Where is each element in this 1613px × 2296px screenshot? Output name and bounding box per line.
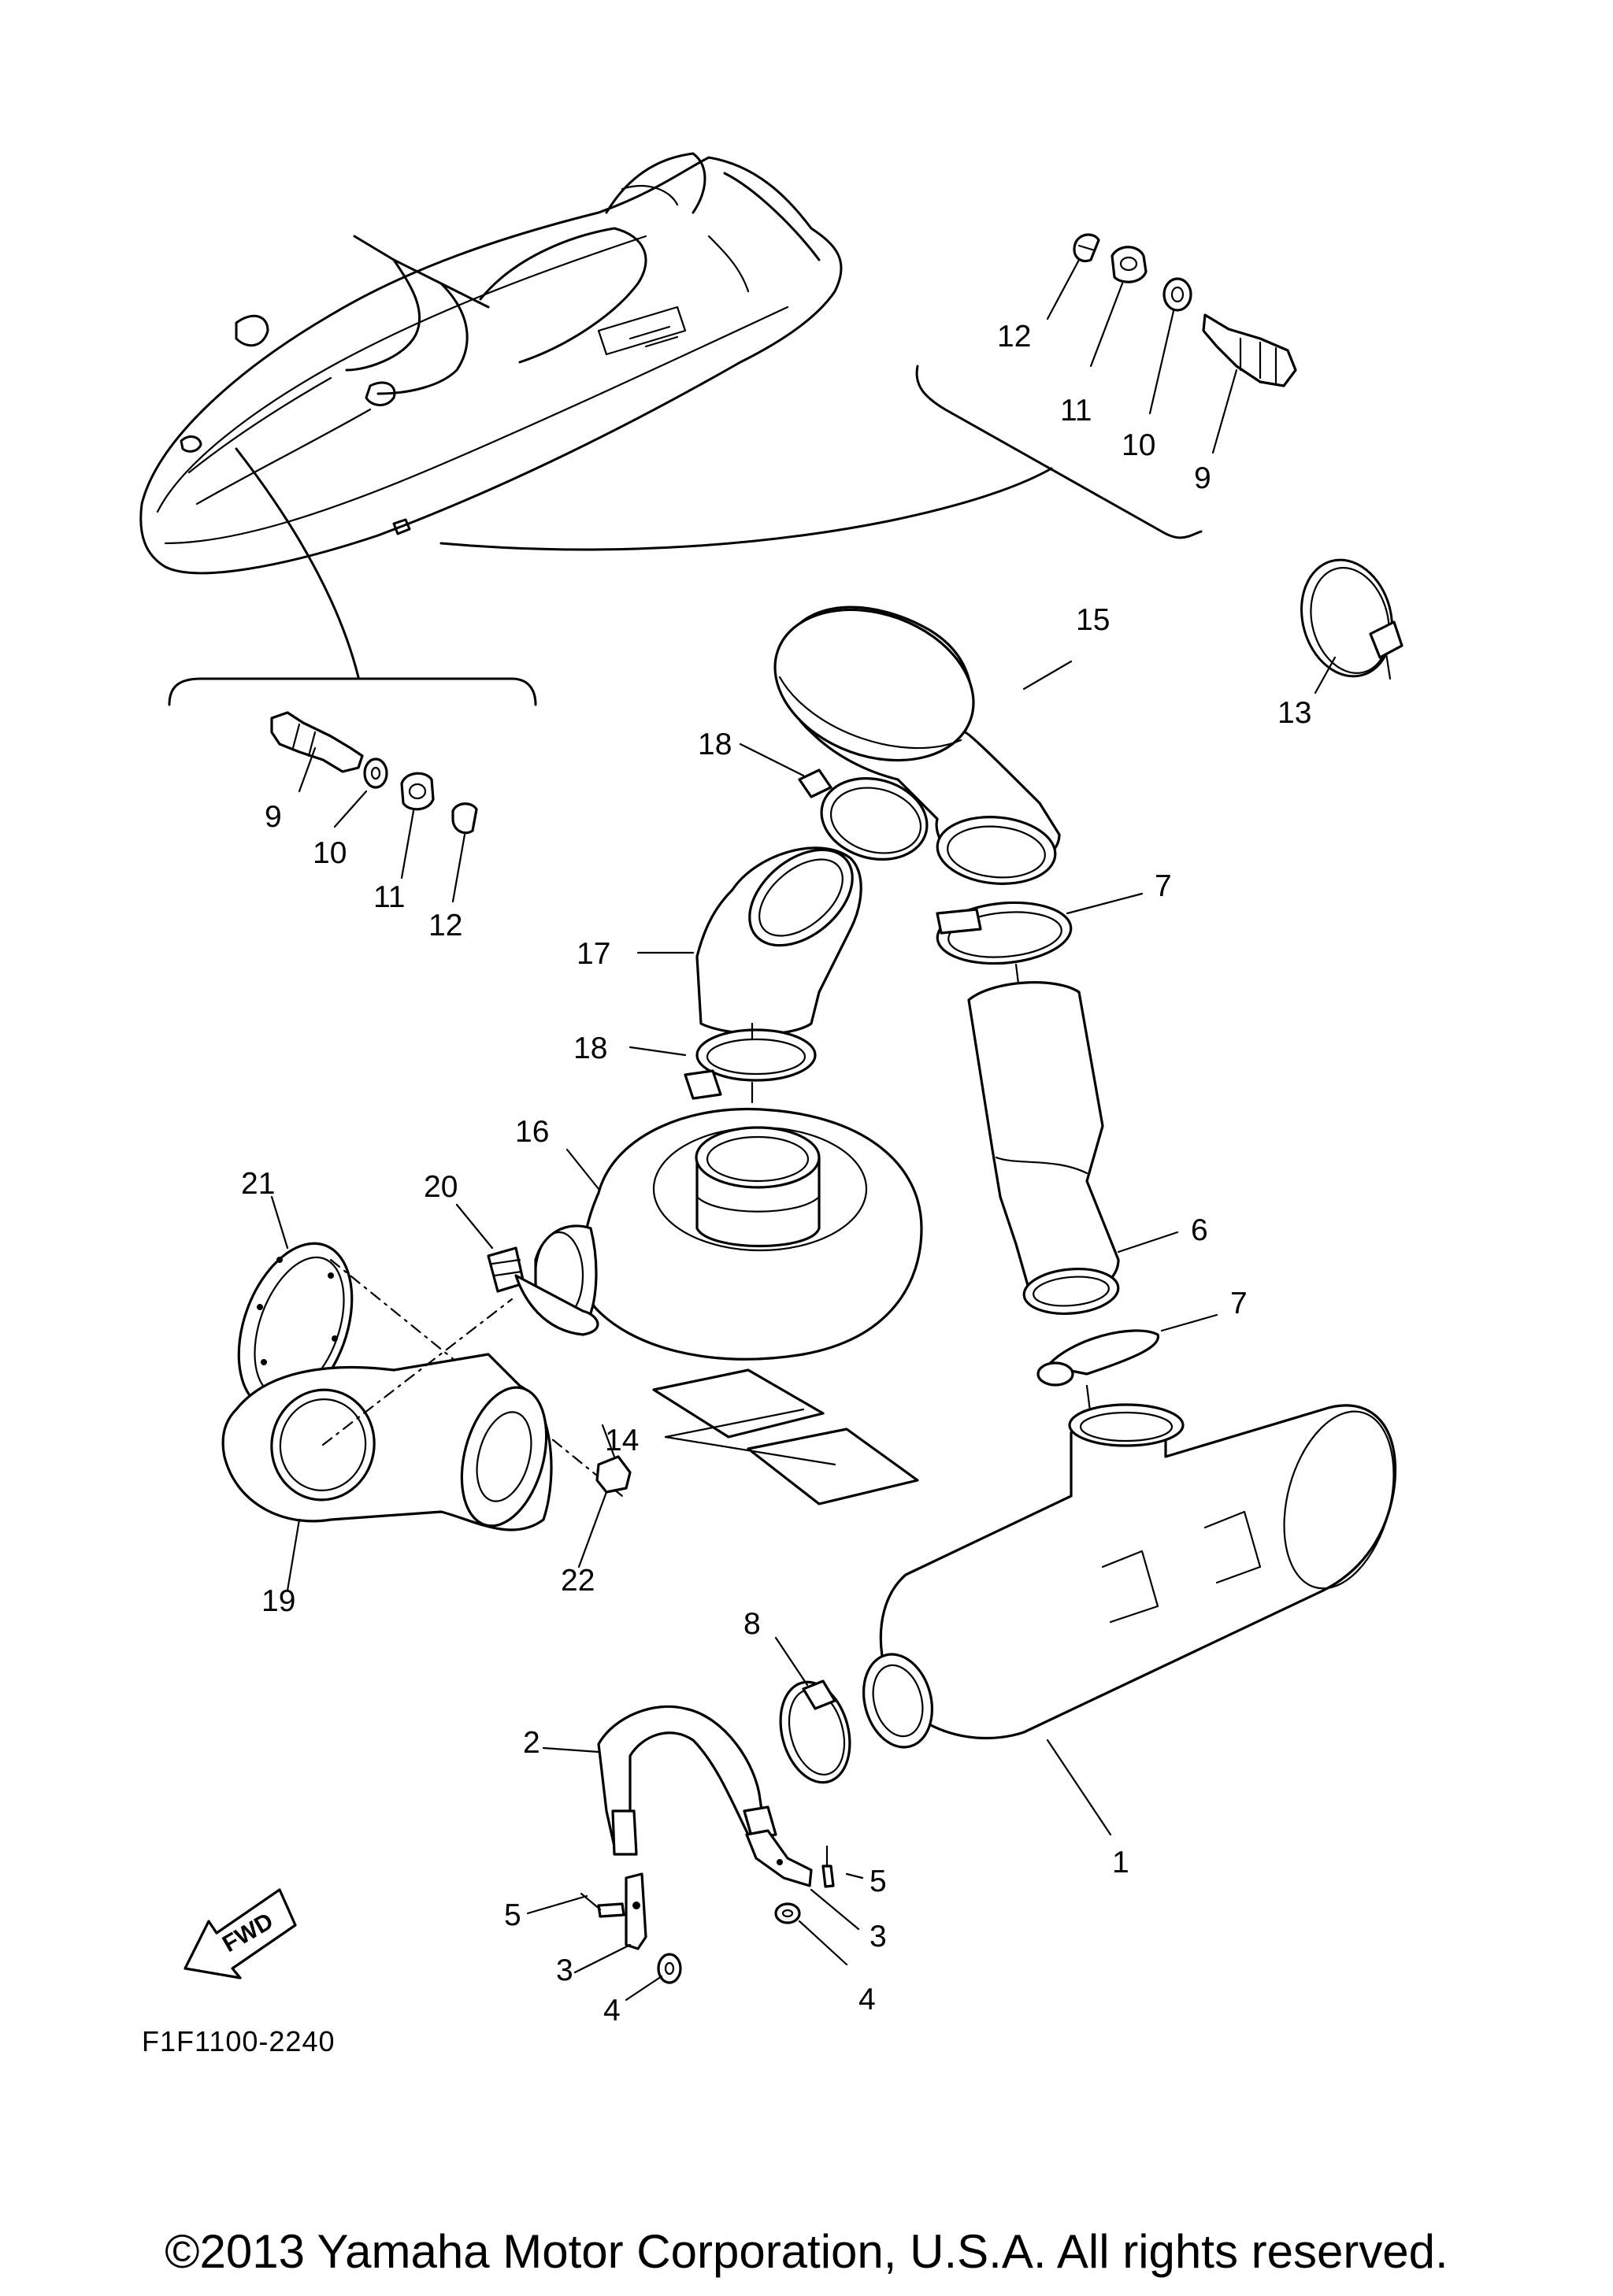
label-12-top: 12	[997, 320, 1031, 354]
label-13: 13	[1277, 696, 1311, 730]
hose-clamp-8	[774, 1636, 851, 1784]
label-11-top: 11	[1060, 394, 1092, 428]
label-1: 1	[1112, 1846, 1129, 1879]
label-6: 6	[1191, 1213, 1208, 1247]
strap-2	[542, 1705, 777, 1856]
bracket-group-left	[526, 1872, 682, 2002]
label-18-mid: 18	[573, 1031, 607, 1065]
pads-14	[652, 1368, 919, 1505]
label-9-top: 9	[1194, 461, 1211, 495]
label-2: 2	[523, 1726, 540, 1760]
figure-code: F1F1100-2240	[142, 2025, 336, 2057]
label-4-left: 4	[603, 1994, 621, 2028]
bracket-group-right	[745, 1829, 864, 1966]
bolt-22	[577, 1424, 632, 1568]
label-20: 20	[424, 1170, 458, 1204]
forward-direction-arrow: FWD	[184, 1888, 297, 1979]
label-10-left: 10	[313, 836, 347, 870]
elbow-hose-17	[636, 846, 862, 1035]
label-21: 21	[241, 1167, 275, 1201]
hose-clamp-7-lower	[1036, 1313, 1218, 1419]
part-number-labels: 1 2 3 3 4 4 5 5 6 7 7 8 9 9 10 10 11 11 …	[241, 320, 1311, 2028]
hose-clamp-18-upper	[739, 742, 929, 861]
exhaust-outlet-19	[221, 1298, 553, 1592]
label-7-bottom: 7	[1230, 1287, 1248, 1320]
label-16: 16	[515, 1115, 549, 1149]
label-17: 17	[577, 937, 610, 971]
label-15: 15	[1076, 603, 1110, 637]
label-18-top: 18	[698, 728, 732, 761]
drain-plug-group-upper	[915, 233, 1297, 539]
drain-plug-group-lower	[168, 677, 537, 903]
label-4-right: 4	[858, 1983, 876, 2016]
exhaust-elbow-15	[773, 605, 1073, 885]
hose-clamp-18-mid	[629, 1022, 817, 1104]
label-5-right: 5	[870, 1865, 887, 1898]
label-9-left: 9	[265, 800, 282, 834]
hose-clamp-7-upper	[936, 892, 1144, 998]
exhaust-hose-6	[967, 981, 1179, 1315]
label-12-left: 12	[428, 909, 462, 942]
label-7-top: 7	[1155, 869, 1172, 903]
label-11-left: 11	[373, 880, 406, 914]
label-22: 22	[561, 1564, 595, 1598]
copyright-notice: ©2013 Yamaha Motor Corporation, U.S.A. A…	[165, 2225, 1448, 2278]
hose-clamp-13	[1300, 558, 1403, 694]
label-10-top: 10	[1122, 428, 1155, 462]
hose-clamp-20	[455, 1203, 599, 1336]
label-3-left: 3	[556, 1953, 573, 1987]
label-8: 8	[743, 1607, 761, 1641]
label-14: 14	[605, 1424, 639, 1457]
label-3-right: 3	[870, 1920, 887, 1953]
label-5-left: 5	[504, 1898, 521, 1932]
muffler-1	[862, 1403, 1397, 1836]
label-19: 19	[261, 1584, 295, 1618]
watercraft-illustration	[139, 152, 1053, 679]
